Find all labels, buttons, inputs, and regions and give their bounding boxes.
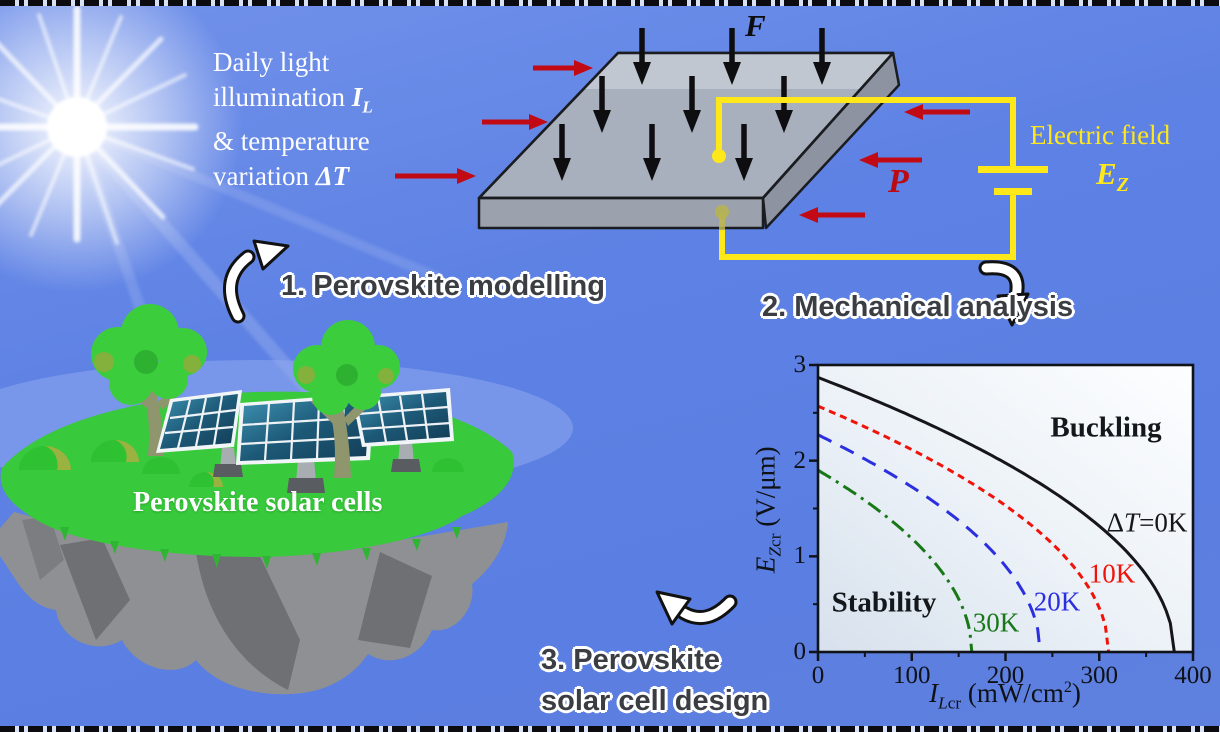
battery-plate-long	[978, 166, 1048, 173]
left-arrow-right-icon	[395, 168, 476, 184]
right-arrow-left-icon	[799, 207, 865, 223]
perovskite-plate-3d	[477, 51, 901, 230]
y-tick-label: 0	[793, 638, 807, 665]
buckling-region-label: Buckling	[1050, 411, 1162, 444]
curved-arrow-step2	[978, 260, 1030, 327]
note-line3: & temperature	[213, 126, 370, 157]
top-electrode-dot	[712, 149, 726, 163]
bottom-electrode-dot	[715, 205, 729, 219]
left-arrow-right-icon	[482, 114, 548, 130]
electric-field-label: Electric field	[1030, 120, 1171, 150]
y-tick-label: 3	[793, 351, 807, 378]
curve-ΔT=0K	[817, 376, 1176, 653]
y-axis-label: EZcr (V/μm)	[750, 446, 785, 574]
chart-curves	[817, 376, 1176, 653]
floating-island-illustration	[0, 304, 573, 695]
electric-circuit	[712, 97, 1048, 260]
right-arrow-left-icon	[859, 152, 922, 168]
curve-20K	[817, 433, 1042, 653]
left-arrow-right-icon	[533, 60, 593, 76]
note-line4: variation ΔT	[213, 161, 350, 192]
note-line2: illumination IL	[213, 82, 373, 117]
stability-region-label: Stability	[831, 586, 937, 619]
curve-30K	[817, 468, 974, 653]
solar-panel	[156, 390, 242, 453]
island-caption: Perovskite solar cells	[133, 487, 383, 518]
x-tick-label: 400	[1174, 662, 1212, 689]
step1-label: 1. Perovskite modelling	[281, 270, 605, 302]
bottom-dashed-border	[0, 726, 1220, 732]
chart-plot-area	[809, 363, 1195, 661]
battery-plate-short	[994, 188, 1032, 195]
y-tick-label: 2	[793, 446, 807, 474]
x-axis-label: ILcr (mW/cm2)	[929, 678, 1081, 713]
curve-10K	[817, 404, 1111, 653]
curve-label-20k: 20K	[1033, 586, 1081, 617]
curved-arrow-step1	[223, 239, 290, 324]
tree-icon	[91, 304, 207, 456]
step2-label: 2. Mechanical analysis	[762, 291, 1074, 323]
solar-panel	[352, 388, 454, 447]
curved-arrow-step3	[655, 590, 738, 626]
x-tick-label: 0	[811, 662, 825, 689]
force-label: F	[745, 8, 766, 43]
pressure-label: P	[888, 163, 909, 200]
top-dashed-border	[0, 0, 1220, 6]
tree-icon	[293, 320, 400, 478]
stability-chart: 0 100 200 300 400 0 1 2 3 Buckling Stability ΔT=…	[788, 351, 1220, 689]
force-arrows-down	[553, 28, 831, 181]
curve-label-30k: 30K	[972, 607, 1020, 638]
x-tick-label: 100	[893, 662, 931, 689]
island-rock	[0, 512, 508, 695]
right-arrow-left-icon	[904, 104, 970, 120]
y-tick-label: 1	[793, 542, 807, 570]
curve-label-10k: 10K	[1088, 558, 1136, 589]
compression-arrows	[395, 60, 970, 223]
note-line1: Daily light	[213, 47, 330, 77]
x-tick-label: 300	[1080, 662, 1119, 689]
electric-field-symbol: EZ	[1096, 156, 1129, 197]
x-tick-label: 200	[986, 662, 1025, 689]
illumination-note: Daily light illumination IL & temperatur…	[213, 45, 373, 194]
curve-label-dt0k: ΔT=0K	[1106, 507, 1188, 538]
axis-ticks	[809, 363, 1195, 661]
step3-label: 3. Perovskite solar cell design	[541, 644, 769, 717]
